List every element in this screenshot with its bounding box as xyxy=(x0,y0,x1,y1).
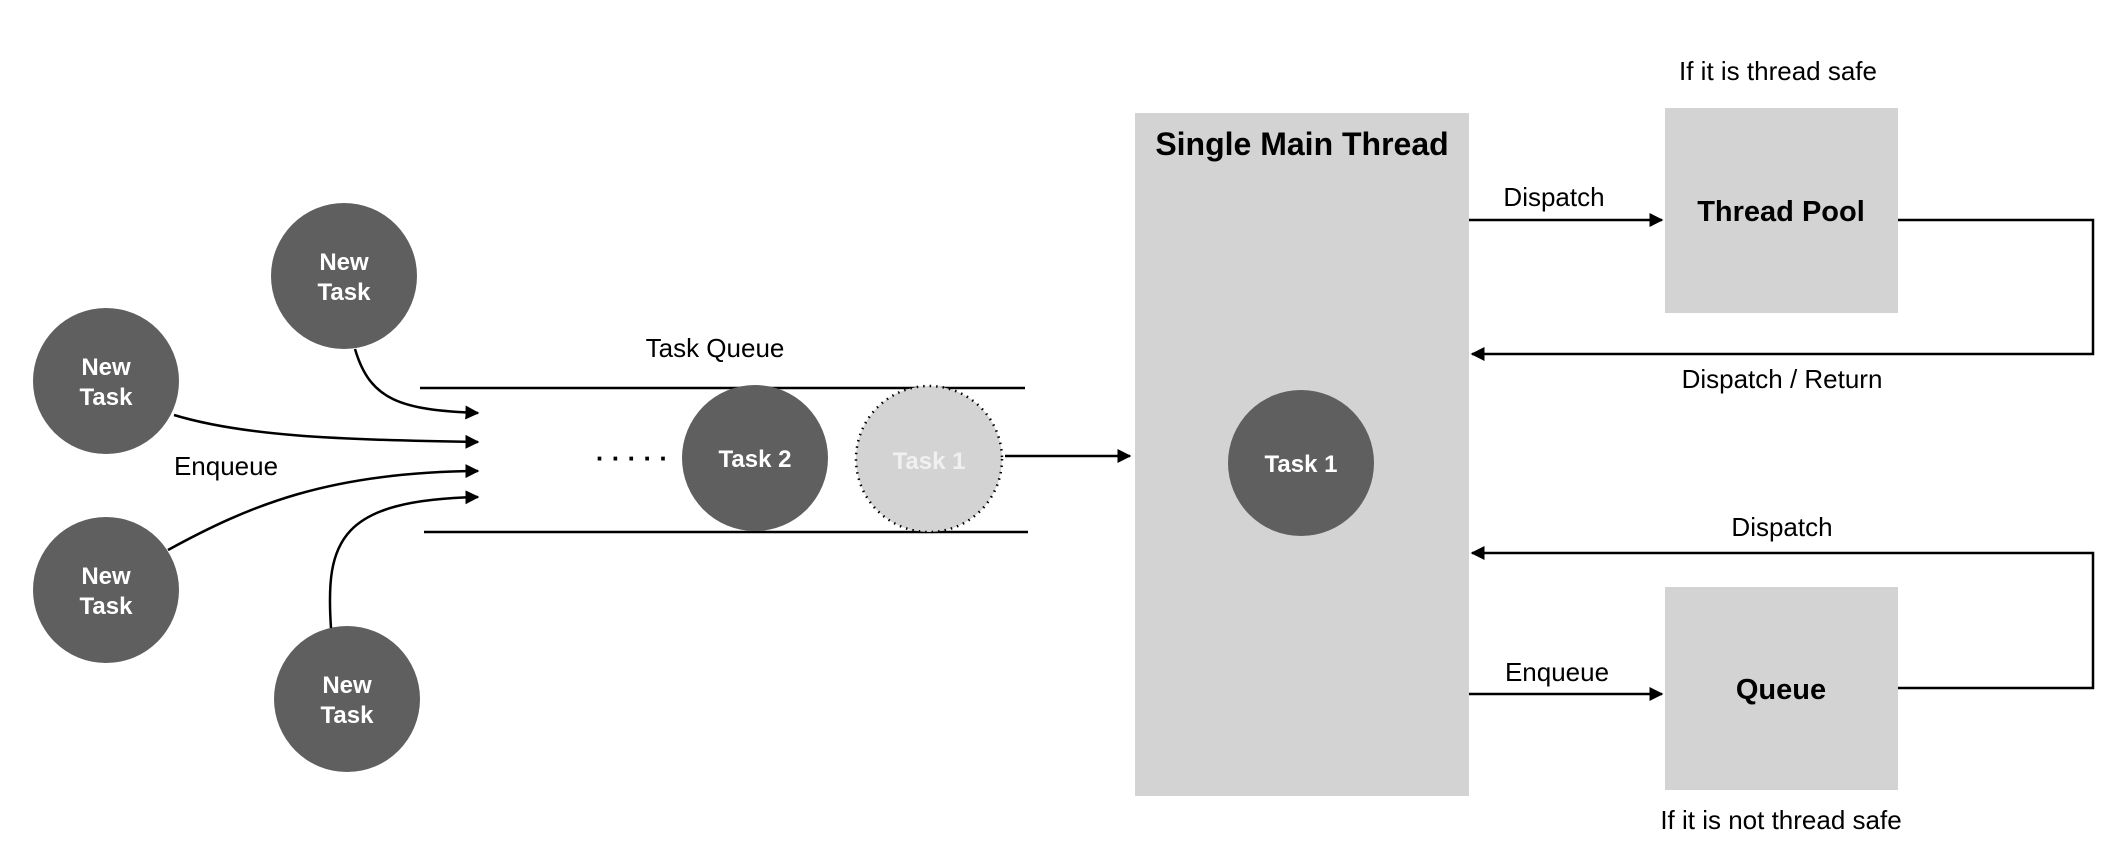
svg-text:Task: Task xyxy=(80,593,134,620)
dispatch-return-label: Dispatch / Return xyxy=(1682,364,1883,394)
thread-pool-caption: If it is thread safe xyxy=(1679,56,1877,86)
thread-pool-box: Thread Pool xyxy=(1665,108,1898,313)
svg-text:Task 1: Task 1 xyxy=(1265,451,1338,478)
svg-text:New: New xyxy=(322,672,372,699)
task-1-ghost-node: Task 1 xyxy=(854,384,1004,534)
dispatch-label: Dispatch xyxy=(1503,182,1604,212)
queue-dispatch-label: Dispatch xyxy=(1731,512,1832,542)
task-2-node: Task 2 xyxy=(682,385,828,531)
main-thread-title: Single Main Thread xyxy=(1155,126,1448,162)
new-task-node: New Task xyxy=(274,626,420,772)
svg-text:New: New xyxy=(319,249,369,276)
svg-text:Task 2: Task 2 xyxy=(719,446,792,473)
queue-enqueue-label: Enqueue xyxy=(1505,657,1609,687)
queue-box: Queue xyxy=(1665,587,1898,790)
svg-text:Task: Task xyxy=(318,279,372,306)
svg-text:Thread Pool: Thread Pool xyxy=(1697,196,1865,228)
ellipsis: · · · · · xyxy=(596,443,668,473)
task-queue: Task Queue · · · · · Task 2 Task 1 xyxy=(420,333,1028,534)
return-arrow xyxy=(1470,218,2095,361)
enqueue-arrow xyxy=(328,490,480,629)
svg-text:Task: Task xyxy=(80,384,134,411)
enqueue-label: Enqueue xyxy=(174,451,278,481)
main-thread-box: Single Main Thread Task 1 xyxy=(1135,113,1469,796)
main-thread-task-node: Task 1 xyxy=(1228,390,1374,536)
svg-text:Task: Task xyxy=(321,702,375,729)
svg-text:Task 1: Task 1 xyxy=(893,448,966,475)
new-task-node: New Task xyxy=(33,308,179,454)
enqueue-arrow xyxy=(167,464,480,552)
queue-caption: If it is not thread safe xyxy=(1660,805,1901,835)
queue-dispatch-arrow xyxy=(1470,546,2095,690)
enqueue-arrow xyxy=(173,413,480,449)
svg-text:New: New xyxy=(81,354,131,381)
new-task-node: New Task xyxy=(33,517,179,663)
enqueue-arrow xyxy=(353,348,480,420)
svg-text:New: New xyxy=(81,563,131,590)
task-queue-label: Task Queue xyxy=(646,333,785,363)
new-task-node: New Task xyxy=(271,203,417,349)
svg-text:Queue: Queue xyxy=(1736,674,1826,706)
